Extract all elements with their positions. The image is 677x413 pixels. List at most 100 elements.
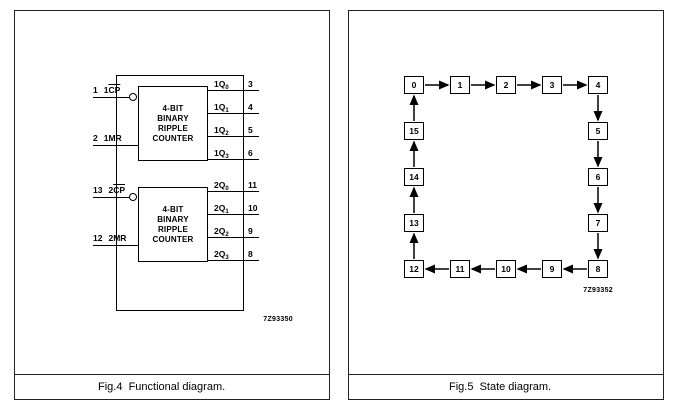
counter-block-label-line: BINARY [157,113,189,123]
pin-number: 13 [93,185,103,195]
state-box-7: 7 [588,214,608,232]
output-pin-number: 11 [248,179,257,190]
state-diagram-panel: 0 1 2 3 4 5 6 7 8 9 10 11 12 13 14 15 7Z… [348,10,664,400]
state-number: 1 [457,80,463,90]
state-box-6: 6 [588,168,608,186]
counter-block-label-line: 4-BIT [162,204,184,214]
signal-text: 2Q [214,248,226,259]
output-pin-number: 5 [248,124,253,135]
counter-block-2: 4-BIT BINARY RIPPLE COUNTER [138,187,208,262]
state-number: 8 [595,264,601,274]
signal-subscript: 1 [225,107,229,114]
output-line [208,190,259,192]
pin-number: 2 [93,133,98,143]
signal-subscript: 0 [225,84,229,91]
fig5-caption: Fig.5 State diagram. [449,381,552,393]
inversion-bubble [129,93,137,101]
input-1cp-line [93,96,129,98]
signal-subscript: 3 [225,254,229,261]
output-pin-number: 10 [248,202,258,213]
signal-name: 2MR [108,234,126,243]
caption-divider [348,374,664,375]
input-1cp-label: 1 1CP [93,86,120,95]
signal-text: 2 [108,185,114,195]
state-number: 2 [503,80,509,90]
counter-block-label-line: 4-BIT [162,103,184,113]
state-number: 10 [501,264,511,274]
signal-subscript: 0 [225,185,229,192]
state-number: 5 [595,126,601,136]
state-number: 6 [595,172,601,182]
caption-divider [14,374,330,375]
state-box-11: 11 [450,260,470,278]
signal-overline-text: CP [113,185,126,195]
state-box-9: 9 [542,260,562,278]
output-label: 1Q0 [214,79,229,93]
signal-name: 2CP [108,186,125,195]
state-number: 4 [595,80,601,90]
input-2cp-line [93,196,129,198]
output-line [208,112,259,114]
state-box-4: 4 [588,76,608,94]
state-number: 11 [455,264,465,274]
input-2mr-label: 12 2MR [93,234,126,243]
output-pin-number: 6 [248,147,253,158]
output-line [208,89,259,91]
functional-diagram-panel: 4-BIT BINARY RIPPLE COUNTER 4-BIT BINARY… [14,10,330,400]
counter-block-label-line: COUNTER [152,133,194,143]
signal-text: 2Q [214,202,226,213]
signal-subscript: 2 [225,231,229,238]
state-box-15: 15 [404,122,424,140]
signal-subscript: 1 [225,208,229,215]
signal-text: 1Q [214,124,226,135]
pin-number: 12 [93,233,103,243]
signal-subscript: 3 [225,153,229,160]
output-line [208,158,259,160]
output-line [208,236,259,238]
output-line [208,135,259,137]
output-label: 2Q3 [214,248,229,263]
signal-overline-text: CP [108,85,121,95]
state-box-1: 1 [450,76,470,94]
inversion-bubble [129,193,137,201]
state-number: 3 [549,80,555,90]
diagram-code: 7Z93352 [583,287,613,294]
signal-name: 1MR [104,134,122,143]
state-box-0: 0 [404,76,424,94]
output-pin-number: 4 [248,101,253,112]
counter-block-label-line: RIPPLE [157,224,189,234]
signal-name: 1CP [104,86,121,95]
state-transition-arrows [409,80,603,274]
output-label: 1Q2 [214,124,229,139]
signal-text: 2Q [214,179,226,190]
output-label: 2Q1 [214,202,229,217]
counter-block-label-line: RIPPLE [157,123,189,133]
state-number: 14 [409,172,419,182]
state-box-2: 2 [496,76,516,94]
input-2cp-label: 13 2CP [93,186,125,195]
state-box-5: 5 [588,122,608,140]
output-pin-number: 3 [248,78,253,89]
signal-subscript: 2 [225,130,229,137]
output-label: 2Q2 [214,226,229,240]
state-box-12: 12 [404,260,424,278]
state-box-3: 3 [542,76,562,94]
signal-text: 1 [103,85,109,95]
signal-text: 1Q [214,101,226,112]
state-box-14: 14 [404,168,424,186]
diagram-code: 7Z93350 [263,316,293,323]
output-line [208,259,259,261]
counter-block-label-line: BINARY [157,214,189,224]
state-box-8: 8 [588,260,608,278]
output-line [208,213,259,215]
pin-number: 1 [93,85,98,95]
signal-text: 1Q [214,147,226,158]
ic-outline-box [116,75,244,311]
state-box-13: 13 [404,214,424,232]
output-label: 1Q3 [214,147,229,162]
state-number: 7 [595,218,601,228]
signal-text: 2MR [108,233,127,243]
signal-text: 1MR [103,133,122,143]
output-pin-number: 9 [248,225,253,236]
